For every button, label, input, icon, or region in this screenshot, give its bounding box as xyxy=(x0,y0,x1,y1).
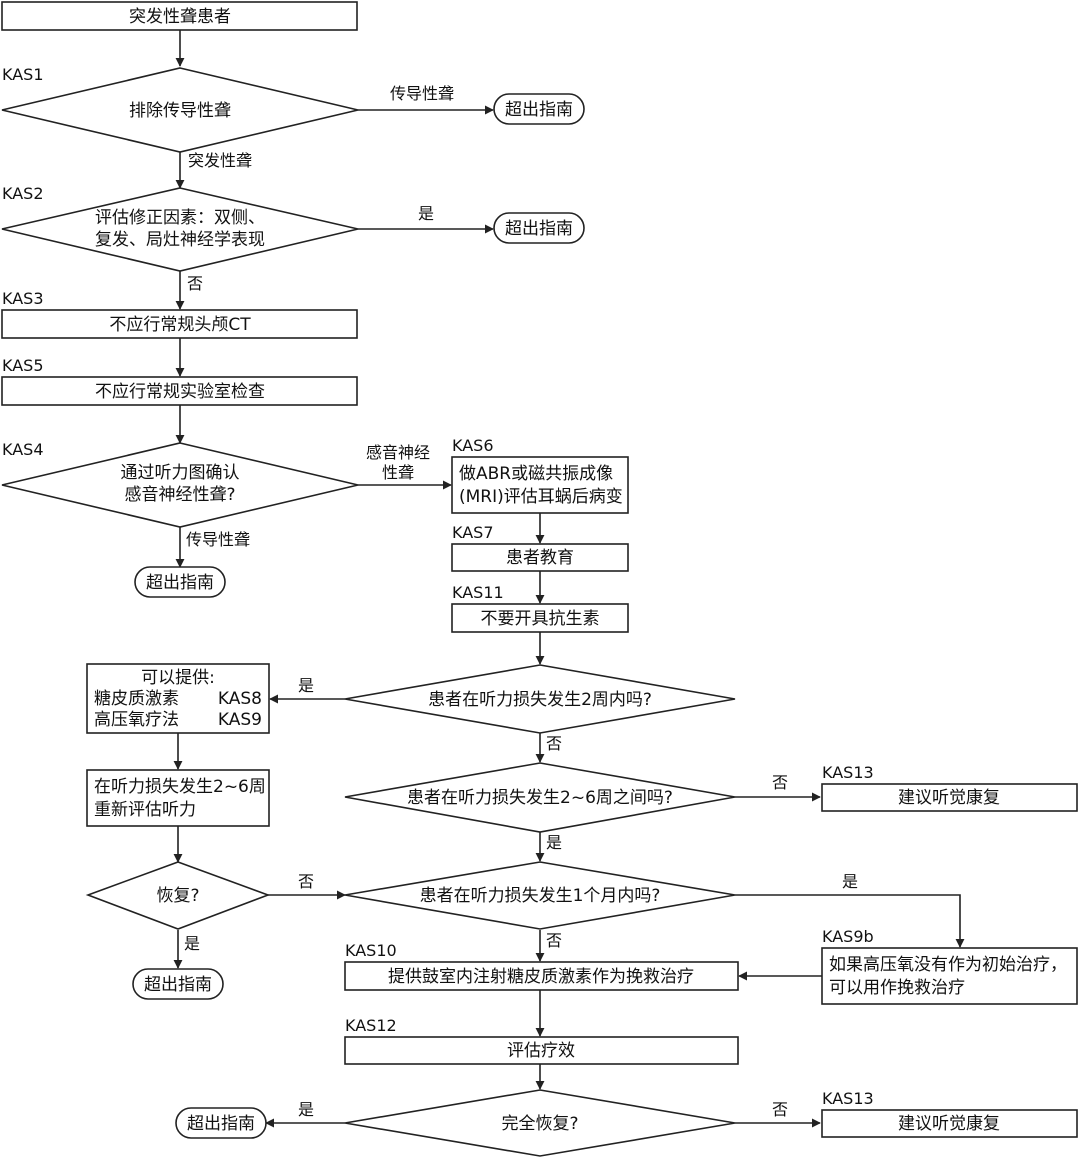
node-modifying-factors: 评估修正因素：双侧、 复发、局灶神经学表现 xyxy=(1,187,359,272)
kas13-label-a: KAS13 xyxy=(822,763,874,782)
terminal-1: 超出指南 xyxy=(493,93,585,125)
node-hbot-salvage-line1: 如果高压氧没有作为初始治疗， xyxy=(829,955,1067,975)
node-exclude-conductive-label: 排除传导性聋 xyxy=(129,101,231,121)
terminal-2-label: 超出指南 xyxy=(505,219,573,239)
node-exclude-conductive: 排除传导性聋 xyxy=(1,67,359,153)
terminal-4: 超出指南 xyxy=(132,968,224,1000)
node-hbot-salvage: 如果高压氧没有作为初始治疗， 可以用作挽救治疗 xyxy=(821,947,1078,1005)
edge-label-no-3: 否 xyxy=(772,773,788,792)
node-reassess-line2: 重新评估听力 xyxy=(94,800,196,820)
kas4-label: KAS4 xyxy=(2,440,44,459)
edge-label-conductive-1: 传导性聋 xyxy=(390,84,454,103)
kas9b-label: KAS9b xyxy=(822,927,874,946)
node-may-offer-title: 可以提供: xyxy=(141,668,215,688)
terminal-5: 超出指南 xyxy=(175,1107,267,1139)
node-modifying-factors-line1: 评估修正因素：双侧、 xyxy=(95,208,265,228)
edge-label-sensorineural-2: 性聋 xyxy=(382,463,414,482)
kas9-label: KAS9 xyxy=(218,710,262,730)
node-audiogram-confirm-line1: 通过听力图确认 xyxy=(121,463,240,483)
terminal-2: 超出指南 xyxy=(493,212,585,244)
node-recommend-rehab-2-label: 建议听觉康复 xyxy=(898,1114,1000,1134)
kas3-label: KAS3 xyxy=(2,289,44,308)
node-may-offer-hbot: 高压氧疗法 xyxy=(94,710,179,730)
edge-label-no-1: 否 xyxy=(187,274,203,293)
node-reassess: 在听力损失发生2~6周 重新评估听力 xyxy=(86,769,270,827)
edge-labels: 传导性聋 突发性聋 是 否 感音神经 性聋 传导性聋 是 否 否 是 否 是 是… xyxy=(184,84,858,1119)
node-recovered-label: 恢复? xyxy=(156,886,199,906)
terminal-3-label: 超出指南 xyxy=(146,573,214,593)
edge-label-yes-3: 是 xyxy=(546,833,562,852)
kas8-label: KAS8 xyxy=(218,689,262,709)
node-start-label: 突发性聋患者 xyxy=(129,7,231,27)
edge-label-yes-2: 是 xyxy=(298,676,314,695)
node-no-routine-lab: 不应行常规实验室检查 xyxy=(1,376,358,406)
node-recovered: 恢复? xyxy=(85,861,271,930)
node-abr-mri: 做ABR或磁共振成像 (MRI)评估耳蜗后病变 xyxy=(451,456,629,514)
node-patient-education: 患者教育 xyxy=(451,543,629,572)
node-intratympanic-salvage: 提供鼓室内注射糖皮质激素作为挽救治疗 xyxy=(344,961,739,991)
edge-label-yes-5: 是 xyxy=(184,934,200,953)
terminal-4-label: 超出指南 xyxy=(144,975,212,995)
kas6-label: KAS6 xyxy=(452,436,494,455)
node-modifying-factors-line2: 复发、局灶神经学表现 xyxy=(95,230,265,250)
node-between-2-6-weeks: 患者在听力损失发生2~6周之间吗? xyxy=(344,762,736,833)
node-audiogram-confirm: 通过听力图确认 感音神经性聋? xyxy=(1,442,359,528)
kas10-label: KAS10 xyxy=(345,941,397,960)
node-within-1-month: 患者在听力损失发生1个月内吗? xyxy=(344,861,736,930)
node-no-routine-ct-label: 不应行常规头颅CT xyxy=(109,315,251,335)
kas13-label-b: KAS13 xyxy=(822,1089,874,1108)
node-recommend-rehab-1-label: 建议听觉康复 xyxy=(898,788,1000,808)
node-no-routine-ct: 不应行常规头颅CT xyxy=(1,309,358,339)
node-recommend-rehab-2: 建议听觉康复 xyxy=(821,1109,1078,1138)
node-hbot-salvage-line2: 可以用作挽救治疗 xyxy=(829,978,965,998)
node-may-offer-steroids: 糖皮质激素 xyxy=(94,689,179,709)
node-complete-recovery: 完全恢复? xyxy=(344,1089,736,1157)
kas5-label: KAS5 xyxy=(2,356,44,375)
node-recommend-rehab-1: 建议听觉康复 xyxy=(821,783,1078,812)
kas11-label: KAS11 xyxy=(452,583,504,602)
edge-label-no-2: 否 xyxy=(546,734,562,753)
node-no-routine-lab-label: 不应行常规实验室检查 xyxy=(95,382,265,402)
edge-label-conductive-2: 传导性聋 xyxy=(186,530,250,549)
kas2-label: KAS2 xyxy=(2,184,44,203)
node-within-1-month-label: 患者在听力损失发生1个月内吗? xyxy=(420,886,661,906)
node-patient-education-label: 患者教育 xyxy=(506,548,574,568)
node-within-2-weeks-label: 患者在听力损失发生2周内吗? xyxy=(428,690,652,710)
edge-label-no-4: 否 xyxy=(298,872,314,891)
node-abr-mri-line1: 做ABR或磁共振成像 xyxy=(459,464,613,484)
node-evaluate-efficacy-label: 评估疗效 xyxy=(507,1041,575,1061)
edge-label-sudden: 突发性聋 xyxy=(188,151,252,170)
node-no-antibiotics: 不要开具抗生素 xyxy=(451,603,629,633)
node-complete-recovery-label: 完全恢复? xyxy=(501,1114,578,1134)
edge-label-sensorineural-1: 感音神经 xyxy=(366,443,430,462)
terminal-1-label: 超出指南 xyxy=(505,100,573,120)
node-abr-mri-line2: (MRI)评估耳蜗后病变 xyxy=(459,487,623,507)
node-no-antibiotics-label: 不要开具抗生素 xyxy=(481,609,600,629)
terminal-3: 超出指南 xyxy=(134,566,226,598)
edge-label-no-6: 否 xyxy=(772,1100,788,1119)
edge-label-yes-6: 是 xyxy=(298,1100,314,1119)
node-within-2-weeks: 患者在听力损失发生2周内吗? xyxy=(344,664,736,734)
kas7-label: KAS7 xyxy=(452,523,494,542)
node-start: 突发性聋患者 xyxy=(1,1,358,31)
node-intratympanic-salvage-label: 提供鼓室内注射糖皮质激素作为挽救治疗 xyxy=(388,967,694,987)
node-reassess-line1: 在听力损失发生2~6周 xyxy=(94,777,266,797)
terminal-5-label: 超出指南 xyxy=(187,1114,255,1134)
edge-label-yes-1: 是 xyxy=(418,204,434,223)
node-may-offer: 可以提供: 糖皮质激素 KAS8 高压氧疗法 KAS9 xyxy=(86,663,270,734)
edge-label-yes-4: 是 xyxy=(842,872,858,891)
kas1-label: KAS1 xyxy=(2,65,44,84)
node-audiogram-confirm-line2: 感音神经性聋? xyxy=(124,485,235,505)
connectors xyxy=(173,30,965,1128)
node-evaluate-efficacy: 评估疗效 xyxy=(344,1036,739,1065)
edge-label-no-5: 否 xyxy=(546,931,562,950)
kas12-label: KAS12 xyxy=(345,1016,397,1035)
node-between-2-6-weeks-label: 患者在听力损失发生2~6周之间吗? xyxy=(407,788,673,808)
